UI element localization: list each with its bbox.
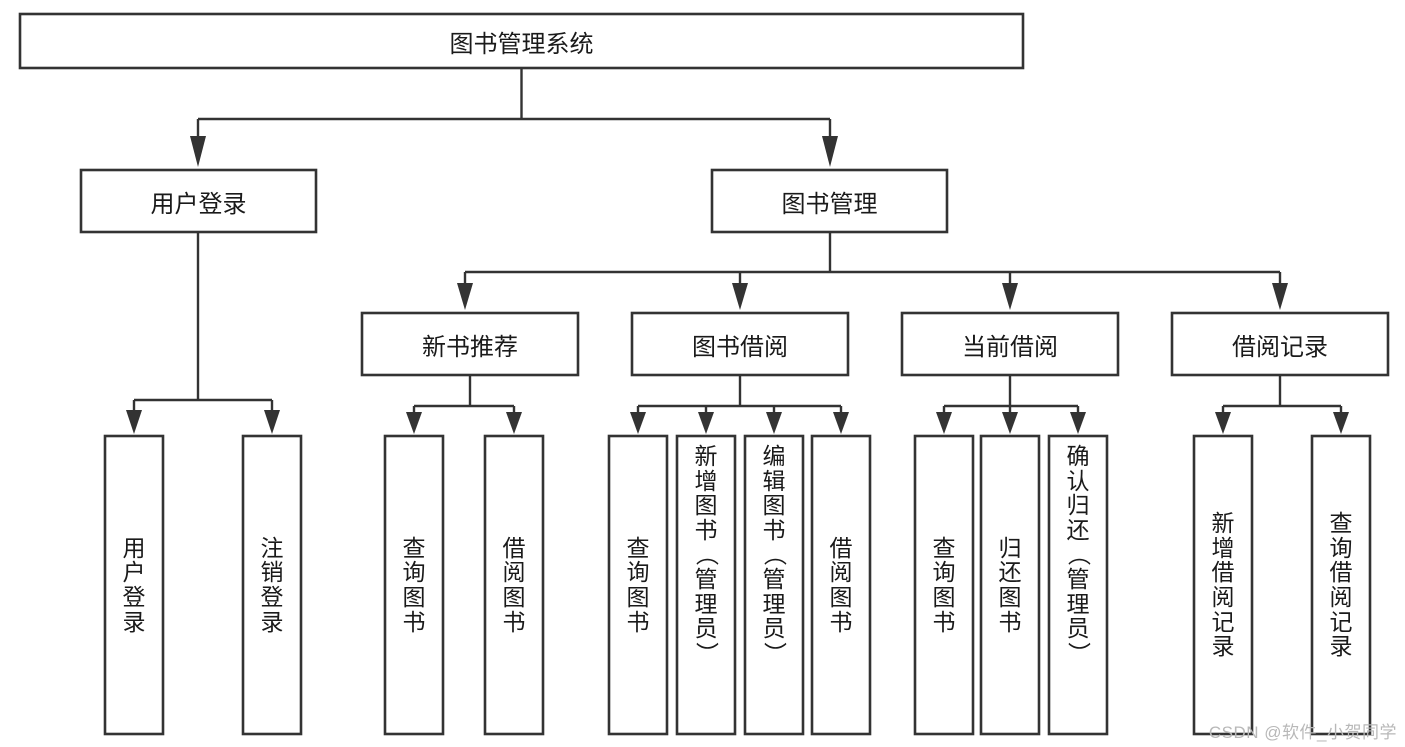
arrow-head-leaf-query-book-1: [406, 412, 422, 434]
arrow-head-book-borrow: [732, 283, 748, 310]
connector-group-new-book-recommend: [406, 375, 522, 434]
arrow-head-borrow-record: [1272, 283, 1288, 310]
node-box-leaf-query-book-2[interactable]: [607, 434, 669, 736]
node-box-leaf-return-book[interactable]: [979, 434, 1041, 736]
node-box-borrow-record[interactable]: [1170, 311, 1390, 377]
arrow-head-user-login: [190, 136, 206, 167]
arrow-head-leaf-logout-login: [264, 410, 280, 434]
arrow-head-book-management: [822, 136, 838, 167]
arrow-head-leaf-user-login: [126, 410, 142, 434]
arrow-head-current-borrow: [1002, 283, 1018, 310]
connector-group-current-borrow: [936, 375, 1086, 434]
arrow-head-leaf-query-book-3: [936, 412, 952, 434]
connector-group-book-borrow: [630, 375, 849, 434]
node-box-leaf-query-borrow-record[interactable]: [1310, 434, 1372, 736]
node-box-book-management[interactable]: [710, 168, 949, 234]
node-box-current-borrow[interactable]: [900, 311, 1120, 377]
arrow-head-leaf-return-book: [1002, 412, 1018, 434]
node-box-new-book-recommend[interactable]: [360, 311, 580, 377]
arrow-head-leaf-query-book-2: [630, 412, 646, 434]
node-box-leaf-add-borrow-record[interactable]: [1192, 434, 1254, 736]
node-box-leaf-user-login[interactable]: [103, 434, 165, 736]
arrow-head-leaf-add-borrow-record: [1215, 412, 1231, 434]
arrow-head-leaf-borrow-book-1: [506, 412, 522, 434]
node-box-book-borrow[interactable]: [630, 311, 850, 377]
watermark-text: CSDN @软件_小贺同学: [1208, 723, 1397, 742]
connector-group-borrow-record: [1215, 375, 1349, 434]
node-box-leaf-query-book-1[interactable]: [383, 434, 445, 736]
arrow-head-leaf-confirm-return-admin: [1070, 412, 1086, 434]
connector-group-user-login: [126, 232, 280, 434]
node-box-leaf-borrow-book-1[interactable]: [483, 434, 545, 736]
node-box-root[interactable]: [18, 12, 1025, 70]
arrow-head-leaf-edit-book-admin: [766, 412, 782, 434]
connector-group-root: [190, 68, 838, 167]
connector-group-book-management: [457, 232, 1288, 310]
node-box-user-login[interactable]: [79, 168, 318, 234]
arrow-head-new-book-recommend: [457, 283, 473, 310]
node-box-leaf-add-book-admin[interactable]: [675, 434, 737, 736]
node-box-leaf-edit-book-admin[interactable]: [743, 434, 805, 736]
arrow-head-leaf-query-borrow-record: [1333, 412, 1349, 434]
node-box-leaf-borrow-book-2[interactable]: [810, 434, 872, 736]
arrow-head-leaf-borrow-book-2: [833, 412, 849, 434]
node-box-leaf-confirm-return-admin[interactable]: [1047, 434, 1109, 736]
node-box-leaf-query-book-3[interactable]: [913, 434, 975, 736]
arrow-head-leaf-add-book-admin: [698, 412, 714, 434]
node-box-leaf-logout-login[interactable]: [241, 434, 303, 736]
